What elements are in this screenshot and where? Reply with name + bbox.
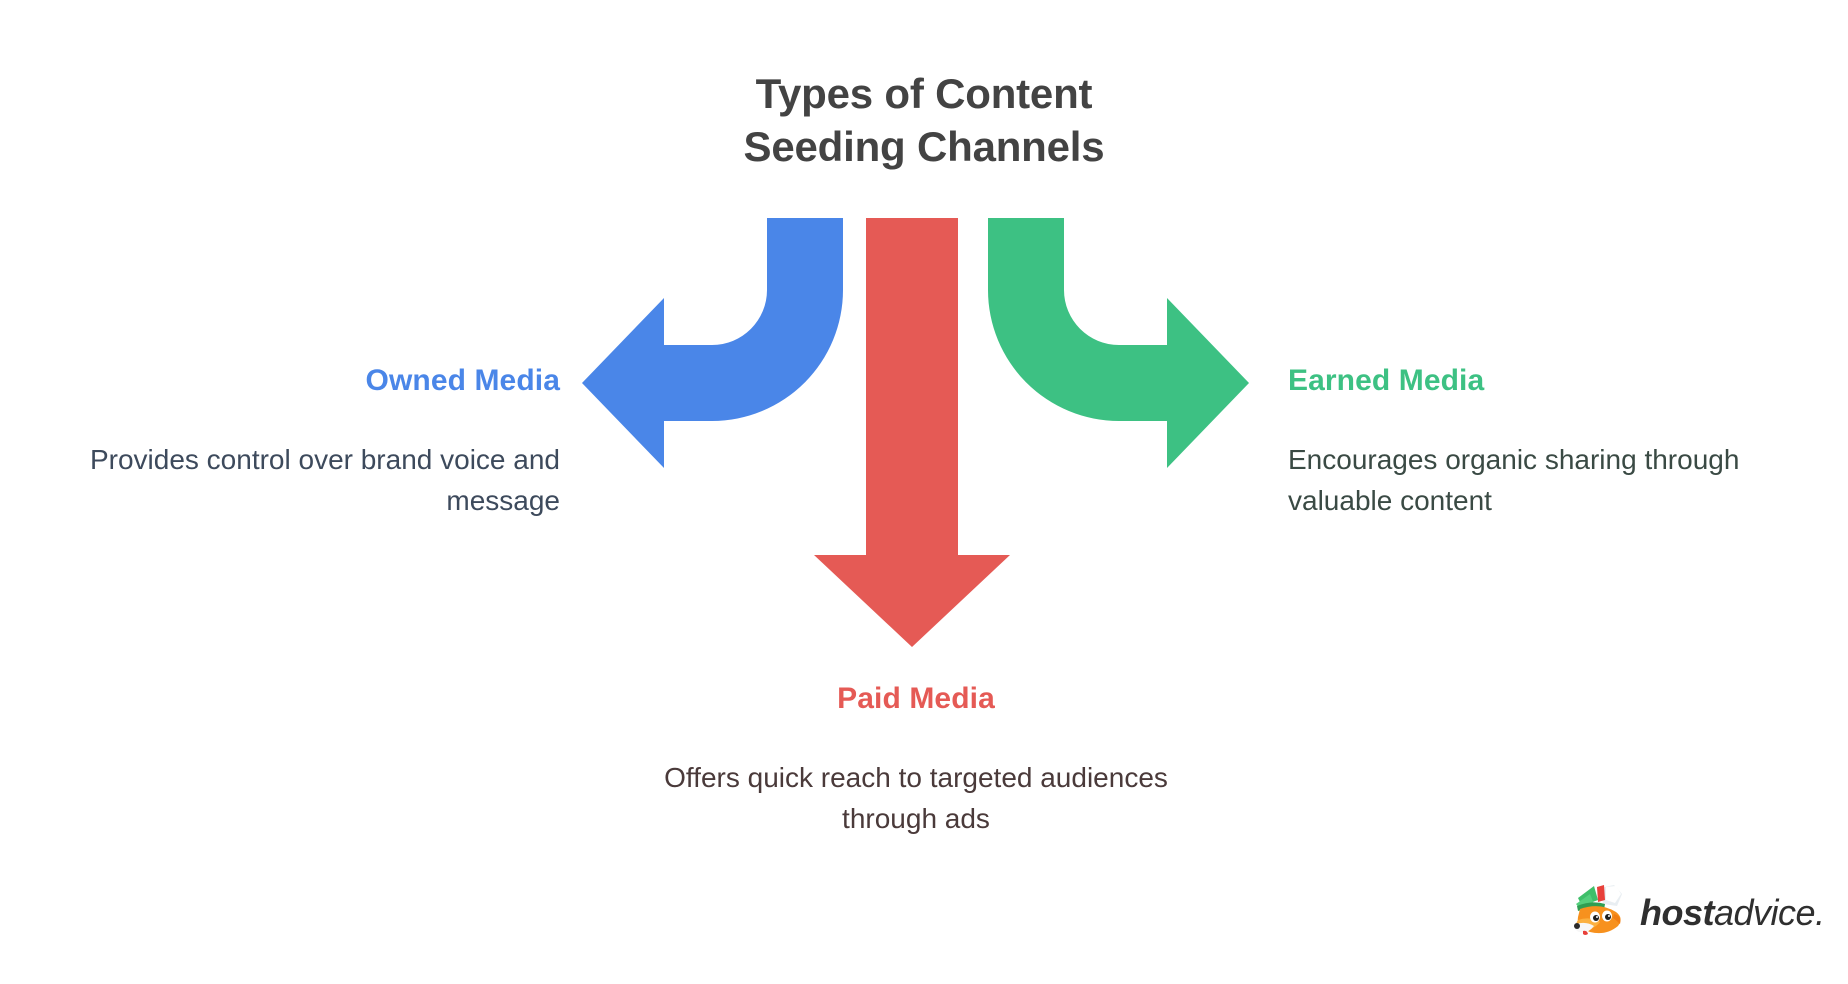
logo-wordmark-host: host [1640,892,1715,933]
curved-arrow-left-icon [582,218,843,468]
arrow-down-icon [814,218,1010,647]
page-title: Types of Content Seeding Channels [524,68,1324,173]
branch-label-paid-media: Paid Media [837,682,995,715]
logo-wordmark-advice: advice. [1714,892,1825,933]
branch-label-earned-media: Earned Media [1288,364,1485,397]
branch-label-owned-media: Owned Media [365,364,560,397]
hostadvice-logo: hostadvice. [1570,884,1825,942]
branch-description-earned-media: Encourages organic sharing through valua… [1288,444,1740,516]
branch-description-owned-media: Provides control over brand voice and me… [89,444,560,516]
page-title-line-1: Types of Content [755,70,1093,117]
page-title-line-2: Seeding Channels [743,122,1105,170]
branch-description-paid-media: Offers quick reach to targeted audiences… [664,762,1168,834]
logo-wordmark: hostadvice. [1640,892,1825,934]
fox-mascot-icon [1574,885,1622,935]
curved-arrow-right-icon [988,218,1249,468]
